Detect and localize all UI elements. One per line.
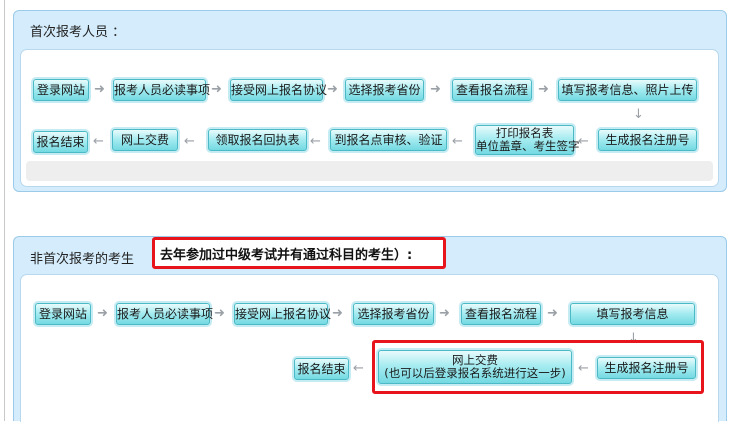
arrow-down-icon: ↓ [628, 331, 639, 346]
returning-highlight-text: 去年参加过中级考试并有通过科目的考生）: [160, 248, 413, 263]
left-divider-line [4, 0, 5, 421]
arrow-right-icon: ➜ [97, 306, 108, 321]
first-time-flow-bg [26, 161, 713, 181]
arrow-left-icon: ← [452, 134, 463, 149]
s2-step-fill-info[interactable]: 填写报考信息 [570, 303, 695, 325]
pay-online-sublabel: (也可以后登录报名系统进行这一步) [384, 366, 566, 380]
s1-step-generate-id[interactable]: 生成报名注册号 [598, 129, 697, 151]
arrow-right-icon: ➜ [214, 306, 225, 321]
arrow-right-icon: ➜ [547, 306, 558, 321]
arrow-down-icon: ↓ [633, 107, 644, 122]
arrow-left-icon: ← [310, 134, 321, 149]
s1-step-verify[interactable]: 到报名点审核、验证 [330, 129, 447, 151]
pay-online-label: 网上交费 [452, 353, 498, 367]
s1-step-fill-info[interactable]: 填写报考信息、照片上传 [558, 79, 697, 101]
arrow-right-icon: ➜ [94, 82, 105, 97]
s1-step-view-process[interactable]: 查看报名流程 [452, 79, 532, 101]
print-form-label: 打印报名表 [495, 126, 554, 140]
s1-step-print-form[interactable]: 打印报名表 单位盖章、考生签字 [475, 125, 580, 155]
returning-highlight-box: 去年参加过中级考试并有通过科目的考生）: [152, 237, 446, 269]
s2-step-pay-online[interactable]: 网上交费 (也可以后登录报名系统进行这一步) [378, 350, 572, 384]
arrow-right-icon: ➜ [211, 82, 222, 97]
arrow-right-icon: ➜ [327, 82, 338, 97]
s2-step-end[interactable]: 报名结束 [294, 358, 349, 380]
arrow-right-icon: ➜ [332, 306, 343, 321]
s2-step-view-process[interactable]: 查看报名流程 [461, 303, 541, 325]
s1-step-choose-province[interactable]: 选择报考省份 [345, 79, 424, 101]
s2-step-choose-province[interactable]: 选择报考省份 [353, 303, 434, 325]
arrow-left-icon: ← [578, 361, 589, 376]
arrow-left-icon: ← [93, 134, 104, 149]
s1-step-login[interactable]: 登录网站 [33, 79, 89, 101]
pay-highlight-box [372, 340, 704, 394]
first-time-panel: 首次报考人员 ： [13, 10, 727, 192]
arrow-right-icon: ➜ [439, 306, 450, 321]
returning-title: 非首次报考的考生 [30, 252, 135, 267]
arrow-right-icon: ➜ [430, 82, 441, 97]
returning-panel: 非首次报考的考生 [13, 236, 727, 422]
arrow-left-icon: ← [184, 134, 195, 149]
arrow-right-icon: ➜ [538, 82, 549, 97]
s1-step-pay-online[interactable]: 网上交费 [112, 129, 178, 151]
s2-step-generate-id[interactable]: 生成报名注册号 [597, 357, 696, 379]
s1-step-must-read[interactable]: 报考人员必读事项 [113, 79, 210, 101]
s2-step-login[interactable]: 登录网站 [35, 303, 91, 325]
first-time-title: 首次报考人员 ： [30, 25, 126, 40]
print-form-sublabel: 单位盖章、考生签字 [476, 139, 580, 153]
s1-step-end[interactable]: 报名结束 [33, 131, 88, 153]
returning-flow-box [20, 274, 719, 422]
arrow-left-icon: ← [578, 134, 589, 149]
s1-step-accept-agreement[interactable]: 接受网上报名协议 [230, 79, 327, 101]
s2-step-accept-agreement[interactable]: 接受网上报名协议 [234, 303, 331, 325]
s2-step-must-read[interactable]: 报考人员必读事项 [116, 303, 213, 325]
arrow-left-icon: ← [353, 361, 364, 376]
s1-step-receipt[interactable]: 领取报名回执表 [208, 129, 307, 151]
